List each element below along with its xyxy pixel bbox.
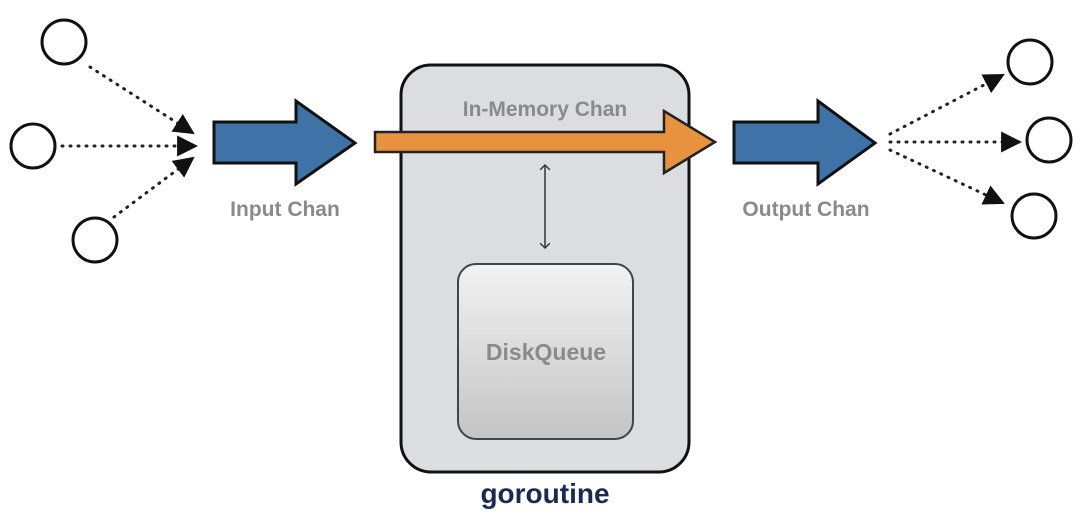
in-memory-chan-arrow bbox=[373, 108, 718, 176]
producer-edge bbox=[112, 156, 195, 219]
consumer-node bbox=[1025, 116, 1073, 164]
consumer-edge bbox=[888, 73, 1005, 136]
producer-node bbox=[71, 216, 119, 264]
producer-node bbox=[9, 122, 57, 170]
disk-queue-label: DiskQueue bbox=[486, 339, 606, 365]
producer-edge bbox=[88, 65, 195, 135]
output-chan-label: Output Chan bbox=[742, 198, 869, 221]
goroutine-label: goroutine bbox=[480, 478, 609, 509]
producer-node bbox=[40, 18, 88, 66]
in-memory-chan-label: In-Memory Chan bbox=[463, 98, 628, 121]
consumer-node bbox=[1006, 38, 1054, 86]
output-chan-arrow bbox=[732, 98, 878, 187]
input-chan-label: Input Chan bbox=[230, 198, 340, 221]
consumer-edge bbox=[888, 148, 1005, 205]
disk-queue-box bbox=[457, 263, 634, 440]
input-chan-arrow bbox=[212, 98, 358, 187]
consumer-node bbox=[1010, 192, 1058, 240]
